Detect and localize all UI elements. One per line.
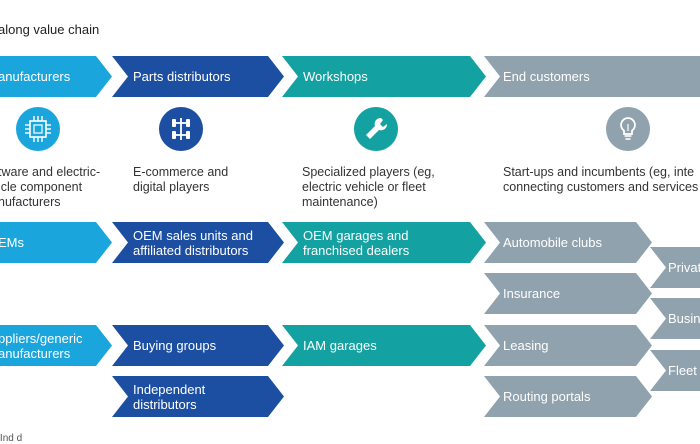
buying-groups-label: Buying groups <box>133 338 217 353</box>
oems-arrow: EMs <box>0 222 112 263</box>
header-end-customers-label: End customers <box>503 69 590 84</box>
automobile-clubs-label: Automobile clubs <box>503 235 602 250</box>
oem-garages-label-line-2: franchised dealers <box>303 242 410 258</box>
independent-distributors-label-line-1: Independent <box>133 381 206 397</box>
end-customers-description-line-1: Start-ups and incumbents (eg, inte <box>503 165 695 179</box>
car-chassis-icon <box>159 107 203 151</box>
manufacturers-description-line-3: nufacturers <box>0 195 61 209</box>
oem-garages-label-line-1: OEM garages and <box>303 227 409 243</box>
end-customers-description: Start-ups and incumbents (eg, inte conne… <box>503 165 698 195</box>
header-parts-distributors-label: Parts distributors <box>133 69 231 84</box>
buying-groups-arrow: Buying groups <box>112 325 284 366</box>
manufacturers-description-line-1: tware and electric- <box>0 165 101 179</box>
header-workshops: Workshops <box>282 56 486 97</box>
iam-garages-label: IAM garages <box>303 338 377 353</box>
header-parts-distributors: Parts distributors <box>112 56 284 97</box>
oem-sales-label-line-2: affiliated distributors <box>133 242 249 258</box>
insurance-label: Insurance <box>503 286 561 301</box>
suppliers-arrow: ppliers/generic anufacturers <box>0 325 112 366</box>
customer-business-label: Busin <box>668 311 700 326</box>
oem-sales-label-line-1: OEM sales units and <box>133 227 253 243</box>
customer-private-label: Privat <box>668 260 700 275</box>
independent-distributors-label-line-2: distributors <box>133 396 197 412</box>
header-manufacturers-label: anufacturers <box>0 69 71 84</box>
suppliers-label-line-2: anufacturers <box>0 345 71 361</box>
automobile-clubs-arrow: Automobile clubs <box>484 222 652 263</box>
workshops-description: Specialized players (eg, electric vehicl… <box>302 165 435 210</box>
manufacturers-description: tware and electric- icle component nufac… <box>0 165 100 210</box>
wrench-icon <box>354 107 398 151</box>
workshops-description-line-1: Specialized players (eg, <box>302 165 435 179</box>
header-workshops-label: Workshops <box>303 69 368 84</box>
workshops-description-line-3: maintenance) <box>302 195 378 209</box>
manufacturers-description-line-2: icle component <box>0 180 83 194</box>
insurance-arrow: Insurance <box>484 273 652 314</box>
routing-portals-arrow: Routing portals <box>484 376 652 417</box>
leasing-arrow: Leasing <box>484 325 652 366</box>
lightbulb-icon <box>606 107 650 151</box>
iam-garages-arrow: IAM garages <box>282 325 486 366</box>
diagram-title: along value chain <box>0 22 100 37</box>
oems-label: EMs <box>0 235 24 250</box>
customer-business-arrow: Busin <box>650 298 700 339</box>
header-end-customers: End customers <box>484 56 700 97</box>
oem-garages-arrow: OEM garages and franchised dealers <box>282 222 486 263</box>
customer-fleet-label: Fleet <box>668 363 697 378</box>
header-manufacturers: anufacturers <box>0 56 112 97</box>
footnote: 'Ind d <box>0 433 23 444</box>
parts-distributors-description: E-commerce and digital players <box>133 165 228 195</box>
oem-sales-arrow: OEM sales units and affiliated distribut… <box>112 222 284 263</box>
customer-fleet-arrow: Fleet <box>650 350 700 391</box>
circuit-chip-icon <box>16 107 60 151</box>
parts-distributors-description-line-2: digital players <box>133 180 210 194</box>
suppliers-label-line-1: ppliers/generic <box>0 330 83 346</box>
customer-private-arrow: Privat <box>650 247 700 288</box>
routing-portals-label: Routing portals <box>503 389 591 404</box>
independent-distributors-arrow: Independent distributors <box>112 376 284 417</box>
parts-distributors-description-line-1: E-commerce and <box>133 165 229 179</box>
end-customers-description-line-2: connecting customers and services <box>503 180 699 194</box>
workshops-description-line-2: electric vehicle or fleet <box>302 180 426 194</box>
leasing-label: Leasing <box>503 338 549 353</box>
